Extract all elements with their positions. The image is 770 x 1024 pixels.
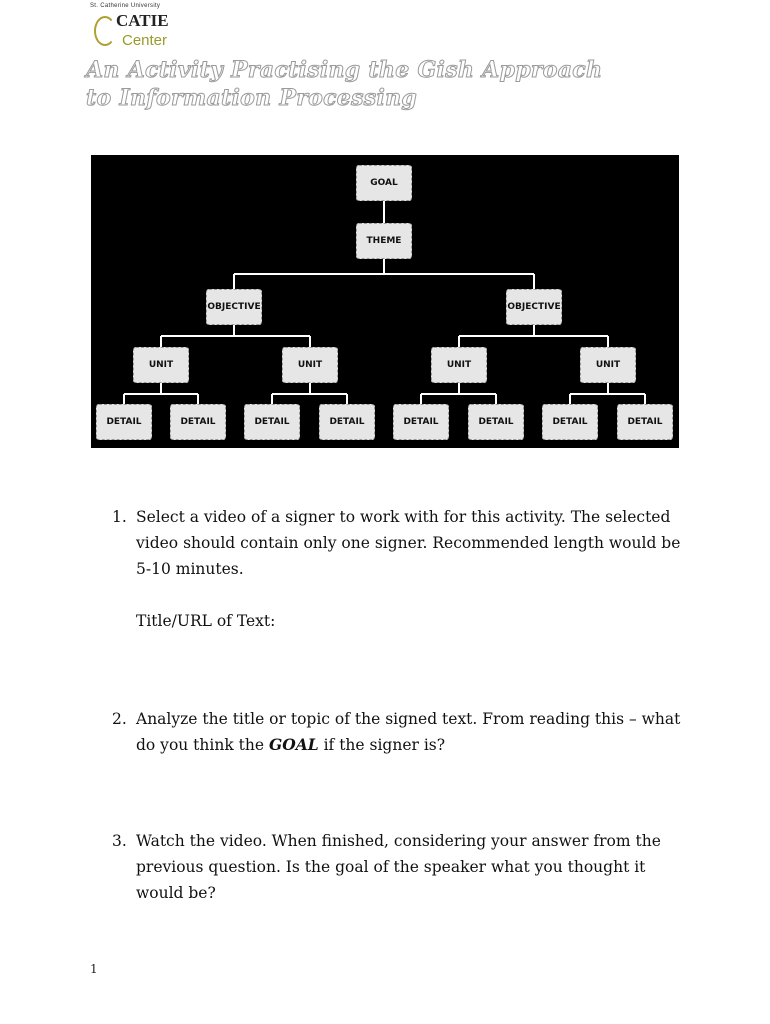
node-detail: DETAIL — [468, 404, 524, 440]
node-detail: DETAIL — [319, 404, 375, 440]
node-objective: OBJECTIVE — [206, 289, 262, 325]
logo-ring-icon — [94, 16, 116, 46]
gish-hierarchy-diagram: GOAL THEME OBJECTIVE OBJECTIVE UNIT UNIT UNIT U… — [91, 155, 679, 448]
question-number: 1. — [112, 508, 127, 526]
connector-line — [383, 259, 385, 274]
connector-line — [420, 393, 422, 404]
logo-name: CATIE — [116, 11, 169, 30]
node-goal: GOAL — [356, 165, 412, 201]
logo-center: Center — [122, 32, 168, 49]
connector-line — [607, 383, 609, 394]
node-detail: DETAIL — [96, 404, 152, 440]
node-detail: DETAIL — [617, 404, 673, 440]
title-line-2: to Information Processing — [85, 85, 418, 112]
connector-line — [495, 393, 497, 404]
page-number: 1 — [90, 962, 98, 976]
node-detail: DETAIL — [244, 404, 300, 440]
node-unit: UNIT — [133, 347, 189, 383]
connector-line — [234, 273, 534, 275]
node-objective: OBJECTIVE — [506, 289, 562, 325]
node-unit: UNIT — [431, 347, 487, 383]
connector-line — [124, 392, 198, 395]
connector-line — [533, 274, 535, 289]
connector-line — [233, 274, 235, 289]
connector-line — [160, 383, 162, 394]
text-before: Analyze the title or topic of the signed… — [136, 710, 681, 754]
title-line-1: An Activity Practising the Gish Approach — [85, 57, 603, 84]
catie-center-logo: St. Catherine University CATIE Center — [88, 2, 208, 52]
connector-line — [421, 392, 496, 395]
connector-line — [346, 393, 348, 404]
goal-emphasis: GOAL — [268, 735, 319, 754]
connector-line — [383, 201, 385, 223]
connector-line — [123, 393, 125, 404]
question-text: Select a video of a signer to work with … — [136, 508, 681, 578]
connector-line — [569, 393, 571, 404]
question-number: 2. — [112, 710, 127, 728]
title-url-label: Title/URL of Text: — [136, 612, 276, 630]
node-detail: DETAIL — [393, 404, 449, 440]
node-theme: THEME — [356, 223, 412, 259]
connector-line — [233, 325, 235, 336]
connector-line — [459, 335, 608, 337]
node-detail: DETAIL — [170, 404, 226, 440]
connector-line — [458, 383, 460, 394]
node-unit: UNIT — [580, 347, 636, 383]
connector-line — [533, 325, 535, 336]
node-unit: UNIT — [282, 347, 338, 383]
connector-line — [309, 383, 311, 394]
page-title: An Activity Practising the Gish Approach… — [85, 56, 603, 112]
text-after: if the signer is? — [318, 736, 446, 754]
connector-line — [458, 336, 460, 347]
connector-line — [309, 336, 311, 347]
connector-line — [197, 393, 199, 404]
connector-line — [161, 335, 310, 337]
node-detail: DETAIL — [542, 404, 598, 440]
connector-line — [644, 393, 646, 404]
logo-subtitle: St. Catherine University — [90, 3, 161, 9]
question-text: Analyze the title or topic of the signed… — [136, 706, 696, 758]
question-number: 3. — [112, 832, 127, 850]
connector-line — [271, 393, 273, 404]
connector-line — [607, 336, 609, 347]
connector-line — [570, 392, 645, 395]
connector-line — [272, 392, 347, 395]
connector-line — [160, 336, 162, 347]
question-text: Watch the video. When finished, consider… — [136, 832, 661, 902]
